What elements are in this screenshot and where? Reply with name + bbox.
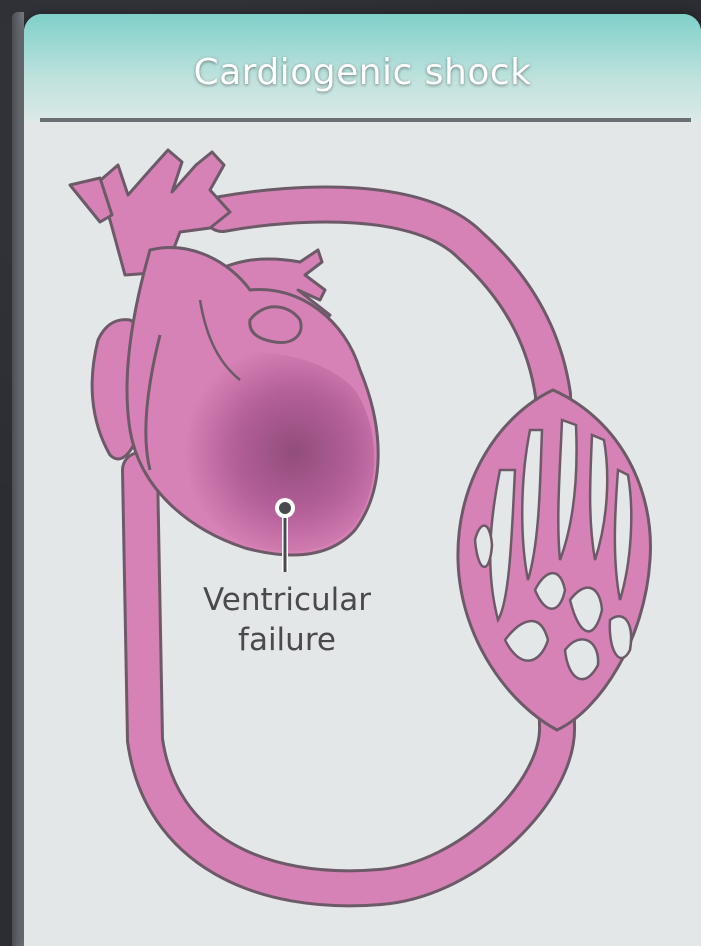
label-failure: failure — [170, 622, 404, 658]
capillary-bed — [458, 390, 651, 730]
label-ventricular: Ventricular — [170, 582, 404, 618]
